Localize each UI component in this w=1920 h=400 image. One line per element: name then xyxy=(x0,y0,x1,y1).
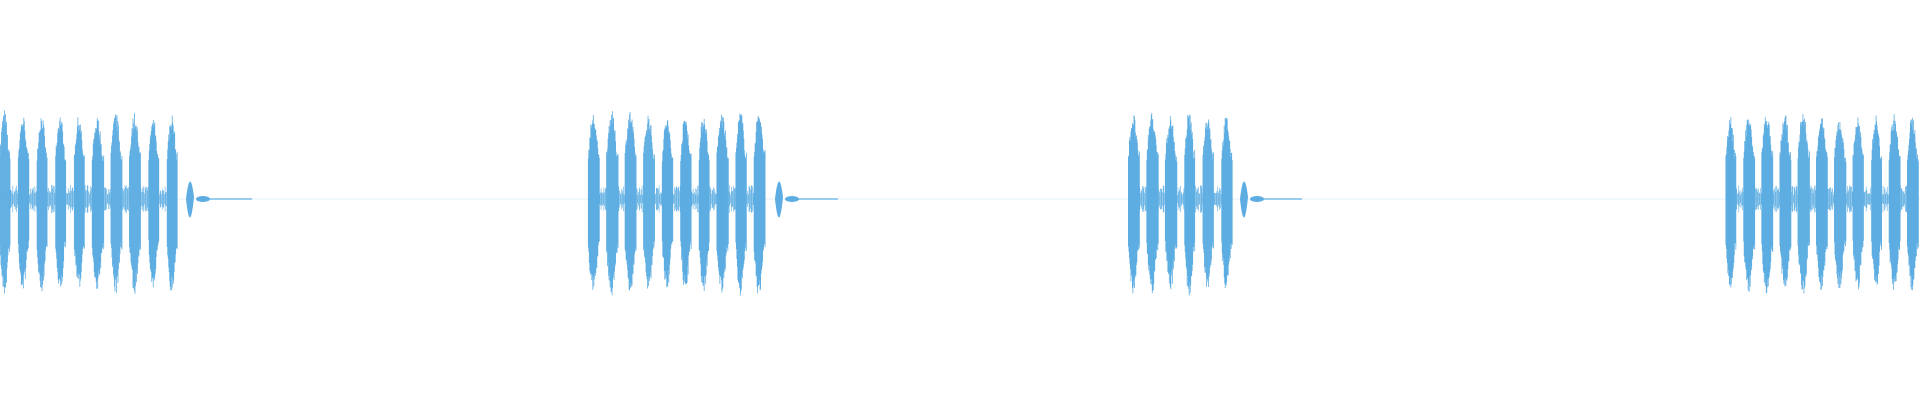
waveform-pulse xyxy=(1888,114,1901,290)
waveform-pulse xyxy=(1852,117,1864,290)
waveform-pulse xyxy=(166,115,178,291)
waveform-pulse xyxy=(1743,119,1756,292)
waveform-pulse xyxy=(661,119,674,288)
waveform-pulse xyxy=(587,114,600,290)
waveform-pulse xyxy=(1221,117,1233,288)
waveform-gap-signal xyxy=(84,185,94,213)
waveform-decay-tail xyxy=(186,181,252,218)
waveform-gap-signal xyxy=(690,185,700,213)
waveform-gap-signal xyxy=(1808,185,1817,213)
waveform-gap-signal xyxy=(1213,186,1223,212)
waveform-decay-tail xyxy=(1240,181,1302,218)
waveform-pulse xyxy=(1779,115,1792,287)
waveform-pulse xyxy=(698,118,710,291)
waveform-gap-signal xyxy=(1194,185,1204,213)
waveform-pulse xyxy=(148,119,160,288)
waveform-pulse xyxy=(1834,121,1847,289)
waveform-gap-signal xyxy=(9,185,19,213)
waveform-gap-signal xyxy=(158,186,168,212)
waveform-layer xyxy=(0,110,1919,296)
waveform-pulse xyxy=(1164,116,1178,290)
waveform-pulse xyxy=(1128,115,1140,294)
waveform-pulse xyxy=(91,118,105,289)
waveform-pulse xyxy=(0,110,11,294)
waveform-pulse xyxy=(1761,117,1774,294)
waveform-pulse xyxy=(1871,115,1882,285)
waveform-pulse xyxy=(17,117,30,289)
waveform-gap-signal xyxy=(1175,185,1185,213)
waveform-pulse xyxy=(1907,117,1919,291)
waveform-pulse xyxy=(1815,118,1828,290)
waveform-gap-signal xyxy=(102,187,112,211)
waveform-pulse xyxy=(36,118,48,292)
waveform-gap-signal xyxy=(635,185,644,213)
waveform-pulse xyxy=(716,114,729,293)
waveform-pulse xyxy=(1146,113,1159,294)
waveform-gap-signal xyxy=(1138,185,1148,213)
waveform-pulse xyxy=(680,121,692,286)
waveform-pulse xyxy=(1184,114,1196,296)
waveform-pulse xyxy=(73,117,85,287)
waveform-pulse xyxy=(129,113,141,295)
waveform-gap-signal xyxy=(28,186,38,212)
waveform-pulse xyxy=(606,111,619,296)
waveform-gap-signal xyxy=(617,185,626,213)
waveform-pulse xyxy=(1797,113,1810,294)
waveform-pulse xyxy=(55,117,67,287)
waveform-gap-signal xyxy=(672,185,681,213)
waveform-gap-signal xyxy=(598,186,608,212)
waveform-gap-signal xyxy=(1881,185,1890,213)
waveform-pulse xyxy=(624,111,637,291)
waveform-gap-signal xyxy=(139,185,149,213)
waveform-gap-signal xyxy=(1735,185,1744,213)
waveform-gap-signal xyxy=(709,186,718,212)
waveform-gap-signal xyxy=(65,185,75,213)
waveform-pulse xyxy=(1725,117,1737,288)
waveform-gap-signal xyxy=(46,185,56,213)
waveform-pulse xyxy=(110,114,123,293)
waveform-pulse xyxy=(735,113,747,296)
waveform-pulse xyxy=(753,115,766,294)
waveform-gap-signal xyxy=(121,185,131,213)
waveform-pulse xyxy=(1202,119,1214,288)
waveform-gap-signal xyxy=(1863,186,1872,212)
waveform-gap-signal xyxy=(1157,185,1167,213)
waveform-decay-tail xyxy=(775,181,838,218)
waveform-pulse xyxy=(643,115,655,289)
